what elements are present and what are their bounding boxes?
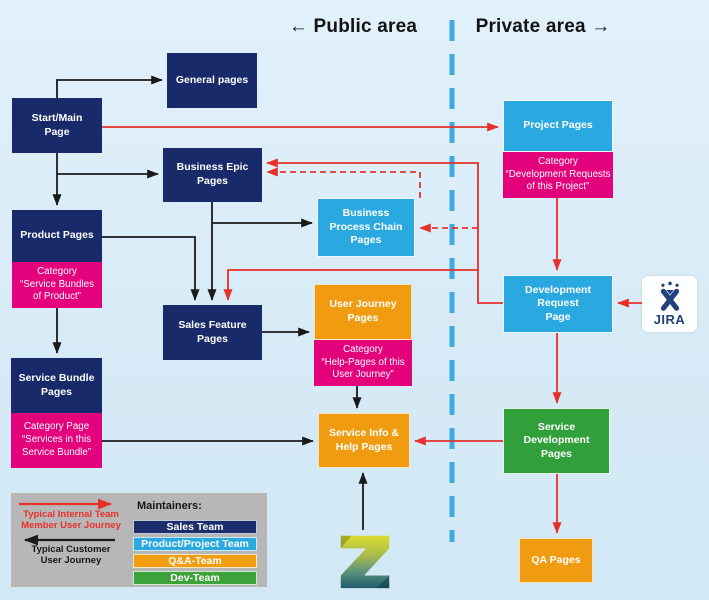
- node-user-journey-pages: User Journey Pages: [314, 284, 412, 340]
- node-service-info-help-pages: Service Info & Help Pages: [318, 413, 410, 468]
- category-service-bundles-of-product: Category “Service Bundles of Product”: [12, 262, 102, 308]
- legend-maintainers-title: Maintainers:: [137, 500, 202, 512]
- z-wiki-logo-icon: [340, 535, 390, 589]
- legend-customer-journey-label: Typical Customer User Journey: [31, 544, 111, 567]
- legend-team-qa: Q&A-Team: [133, 554, 257, 568]
- legend-team-sales: Sales Team: [133, 520, 257, 534]
- node-business-epic-pages: Business Epic Pages: [163, 148, 262, 202]
- node-development-request-page: Development Request Page: [503, 275, 613, 333]
- node-product-pages: Product Pages: [12, 210, 102, 262]
- legend-team-dev: Dev-Team: [133, 571, 257, 585]
- arrow-productpages-to-salesfeature: [102, 236, 200, 301]
- legend-internal-journey-label: Typical Internal Team Member User Journe…: [21, 509, 121, 532]
- node-start-main-page: Start/Main Page: [12, 98, 102, 153]
- jira-logo: JIRA: [642, 276, 697, 332]
- node-business-process-chain-pages: Business Process Chain Pages: [317, 198, 415, 257]
- arrow-processchain-to-businessepic-dashed: [266, 167, 421, 198]
- jira-label: JIRA: [653, 312, 686, 327]
- arrow-devrequest-to-businessepic: [266, 158, 503, 304]
- legend-arrows: [19, 498, 115, 546]
- node-project-pages: Project Pages: [503, 100, 613, 152]
- arrow-startmain-to-generalpages: [56, 75, 163, 98]
- legend-team-product-project: Product/Project Team: [133, 537, 257, 551]
- node-service-bundle-pages: Service Bundle Pages: [11, 358, 102, 413]
- category-services-in-this-service-bundle: Category Page “Services in this Service …: [11, 413, 102, 468]
- node-sales-feature-pages: Sales Feature Pages: [163, 305, 262, 360]
- legend: Typical Internal Team Member User Journe…: [11, 493, 267, 587]
- category-development-requests-of-this-project: Category “Development Requests of this P…: [503, 152, 613, 198]
- jira-icon: [660, 281, 679, 311]
- node-general-pages: General pages: [167, 53, 257, 108]
- private-area-title: Private area →: [475, 16, 611, 37]
- node-service-development-pages: Service Development Pages: [503, 408, 610, 474]
- category-help-pages-of-this-user-journey: Category “Help-Pages of this User Journe…: [314, 340, 412, 386]
- public-area-title: ← Public area: [288, 16, 418, 37]
- node-qa-pages: QA Pages: [519, 538, 593, 583]
- arrow-devrequest-to-salesfeature: [223, 269, 478, 301]
